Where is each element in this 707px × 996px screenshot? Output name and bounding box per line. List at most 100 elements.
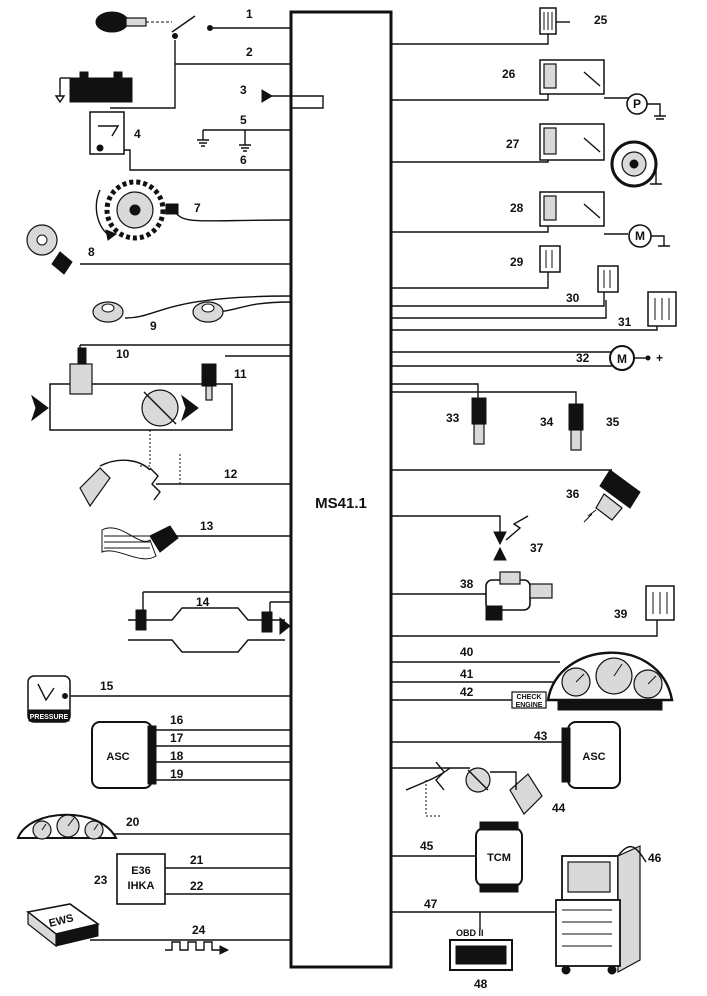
ignition-key-icon <box>95 11 213 64</box>
label-2: 2 <box>246 45 253 59</box>
spark-plug-icon <box>583 469 641 523</box>
label-17: 17 <box>170 731 184 745</box>
diagnostic-tester-icon <box>555 845 647 975</box>
label-21: 21 <box>190 853 204 867</box>
label-6: 6 <box>240 153 247 167</box>
label-13: 13 <box>200 519 214 533</box>
instrument-cluster-right-icon: CHECK ENGINE <box>511 651 674 711</box>
label-5: 5 <box>240 113 247 127</box>
label-39: 39 <box>614 607 628 621</box>
pump-label: P <box>633 97 641 111</box>
right-number-labels: 25 26 27 28 29 30 31 32 33 34 35 36 37 3… <box>420 13 662 991</box>
intake-air-meter-icon <box>31 345 233 467</box>
label-26: 26 <box>502 67 516 81</box>
label-14: 14 <box>196 595 210 609</box>
label-48: 48 <box>474 977 488 991</box>
label-41: 41 <box>460 667 474 681</box>
ihka-module: E36 IHKA <box>116 853 166 905</box>
label-37: 37 <box>530 541 544 555</box>
asc-right-module: ASC <box>561 721 621 789</box>
label-12: 12 <box>224 467 238 481</box>
solenoid-valves-icon <box>539 245 677 327</box>
camshaft-sensor-icon <box>26 224 73 275</box>
relay-coil-spring-icon <box>539 123 662 188</box>
idle-motor-icon: M + <box>609 345 663 371</box>
label-22: 22 <box>190 879 204 893</box>
asc-left-label: ASC <box>106 751 129 763</box>
label-10: 10 <box>116 347 130 361</box>
ignition-spark-icon <box>480 515 529 561</box>
label-29: 29 <box>510 255 524 269</box>
label-19: 19 <box>170 767 184 781</box>
pressure-label: PRESSURE <box>30 714 69 721</box>
check-label: CHECK <box>517 694 542 701</box>
ihka-label-2: IHKA <box>128 880 155 892</box>
main-relay-icon <box>89 111 125 155</box>
label-9: 9 <box>150 319 157 333</box>
label-40: 40 <box>460 645 474 659</box>
label-35: 35 <box>606 415 620 429</box>
label-44: 44 <box>552 801 566 815</box>
label-32: 32 <box>576 351 590 365</box>
label-15: 15 <box>100 679 114 693</box>
label-30: 30 <box>566 291 580 305</box>
label-7: 7 <box>194 201 201 215</box>
label-1: 1 <box>246 7 253 21</box>
obd-label: OBD II <box>456 928 484 938</box>
label-36: 36 <box>566 487 580 501</box>
motor-label: M <box>635 229 645 243</box>
idle-motor-label: M <box>617 352 627 366</box>
label-28: 28 <box>510 201 524 215</box>
label-45: 45 <box>420 839 434 853</box>
label-3: 3 <box>240 83 247 97</box>
air-temperature-sensor-icon <box>201 363 217 401</box>
solenoid-39-icon <box>645 585 675 621</box>
label-24: 24 <box>192 923 206 937</box>
plus-label: + <box>656 351 663 365</box>
asc-left-module: ASC <box>91 721 157 789</box>
label-20: 20 <box>126 815 140 829</box>
label-25: 25 <box>594 13 608 27</box>
label-33: 33 <box>446 411 460 425</box>
battery-icon <box>54 71 133 104</box>
engine-label: ENGINE <box>516 702 543 709</box>
ecu-box <box>289 10 393 969</box>
label-16: 16 <box>170 713 184 727</box>
label-11: 11 <box>234 367 247 381</box>
coolant-sensor-icon <box>101 525 179 560</box>
crankshaft-wheel-icon <box>95 179 179 241</box>
purge-valve-icon <box>485 571 553 621</box>
exhaust-oxygen-sensors-icon <box>128 592 291 653</box>
ground-icon <box>197 130 251 152</box>
label-18: 18 <box>170 749 184 763</box>
tcm-label: TCM <box>487 852 511 864</box>
throttle-assembly-icon <box>405 761 543 817</box>
connector-icon <box>261 89 273 103</box>
label-46: 46 <box>648 851 662 865</box>
ecu-label: MS41.1 <box>315 495 367 512</box>
pressure-sensor-icon: PRESSURE <box>27 675 71 723</box>
injector-sensors-icon <box>471 397 584 451</box>
label-31: 31 <box>618 315 632 329</box>
instrument-cluster-left-icon <box>16 813 118 840</box>
asc-right-label: ASC <box>582 751 605 763</box>
label-8: 8 <box>88 245 95 259</box>
ews-module-icon: EWS <box>26 903 230 955</box>
label-42: 42 <box>460 685 474 699</box>
ews-label: EWS <box>48 912 75 930</box>
obd-connector-icon: OBD II <box>449 928 513 971</box>
relay-coil-icon <box>539 7 570 35</box>
ihka-label-1: E36 <box>131 865 151 877</box>
label-23: 23 <box>94 873 108 887</box>
label-43: 43 <box>534 729 548 743</box>
throttle-pedal-icon <box>79 454 203 508</box>
label-47: 47 <box>424 897 438 911</box>
label-34: 34 <box>540 415 554 429</box>
left-number-labels: 1 2 3 4 5 6 7 8 9 10 11 12 13 14 15 16 1… <box>88 7 253 937</box>
label-38: 38 <box>460 577 474 591</box>
tcm-module: TCM <box>475 821 523 893</box>
knock-sensor-icon <box>92 301 224 323</box>
label-4: 4 <box>134 127 141 141</box>
